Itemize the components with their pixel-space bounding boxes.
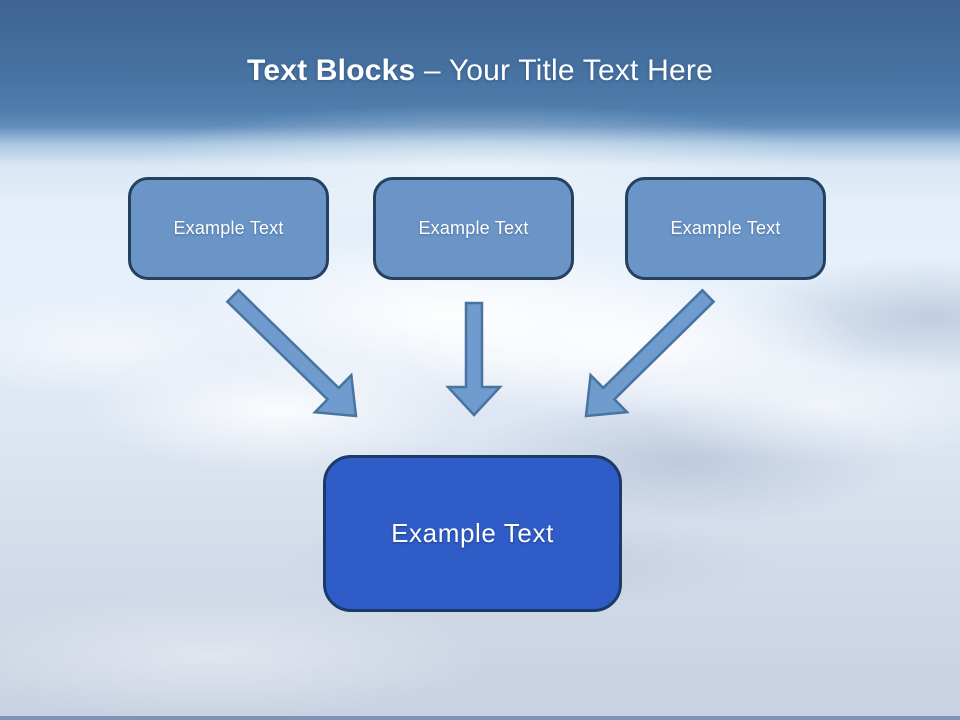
text-block-1-label: Example Text	[173, 218, 284, 238]
result-block-label: Example Text	[391, 518, 554, 548]
result-block[interactable]: Example Text	[323, 455, 622, 612]
arrow-right-down-left-icon[interactable]	[584, 288, 716, 418]
text-block-1[interactable]: Example Text	[128, 177, 329, 280]
title-regular-text: Your Title Text Here	[448, 54, 713, 87]
slide-bottom-edge	[0, 716, 960, 720]
slide-title[interactable]: Text Blocks – Your Title Text Here	[0, 54, 960, 88]
arrow-middle-down-icon[interactable]	[445, 301, 503, 417]
text-block-3[interactable]: Example Text	[625, 177, 826, 280]
title-separator: –	[415, 54, 449, 87]
text-block-3-label: Example Text	[670, 218, 781, 238]
text-block-2-label: Example Text	[418, 218, 529, 238]
arrow-left-down-right-icon[interactable]	[225, 288, 358, 418]
title-bold-text: Text Blocks	[247, 54, 416, 87]
text-block-2[interactable]: Example Text	[373, 177, 574, 280]
